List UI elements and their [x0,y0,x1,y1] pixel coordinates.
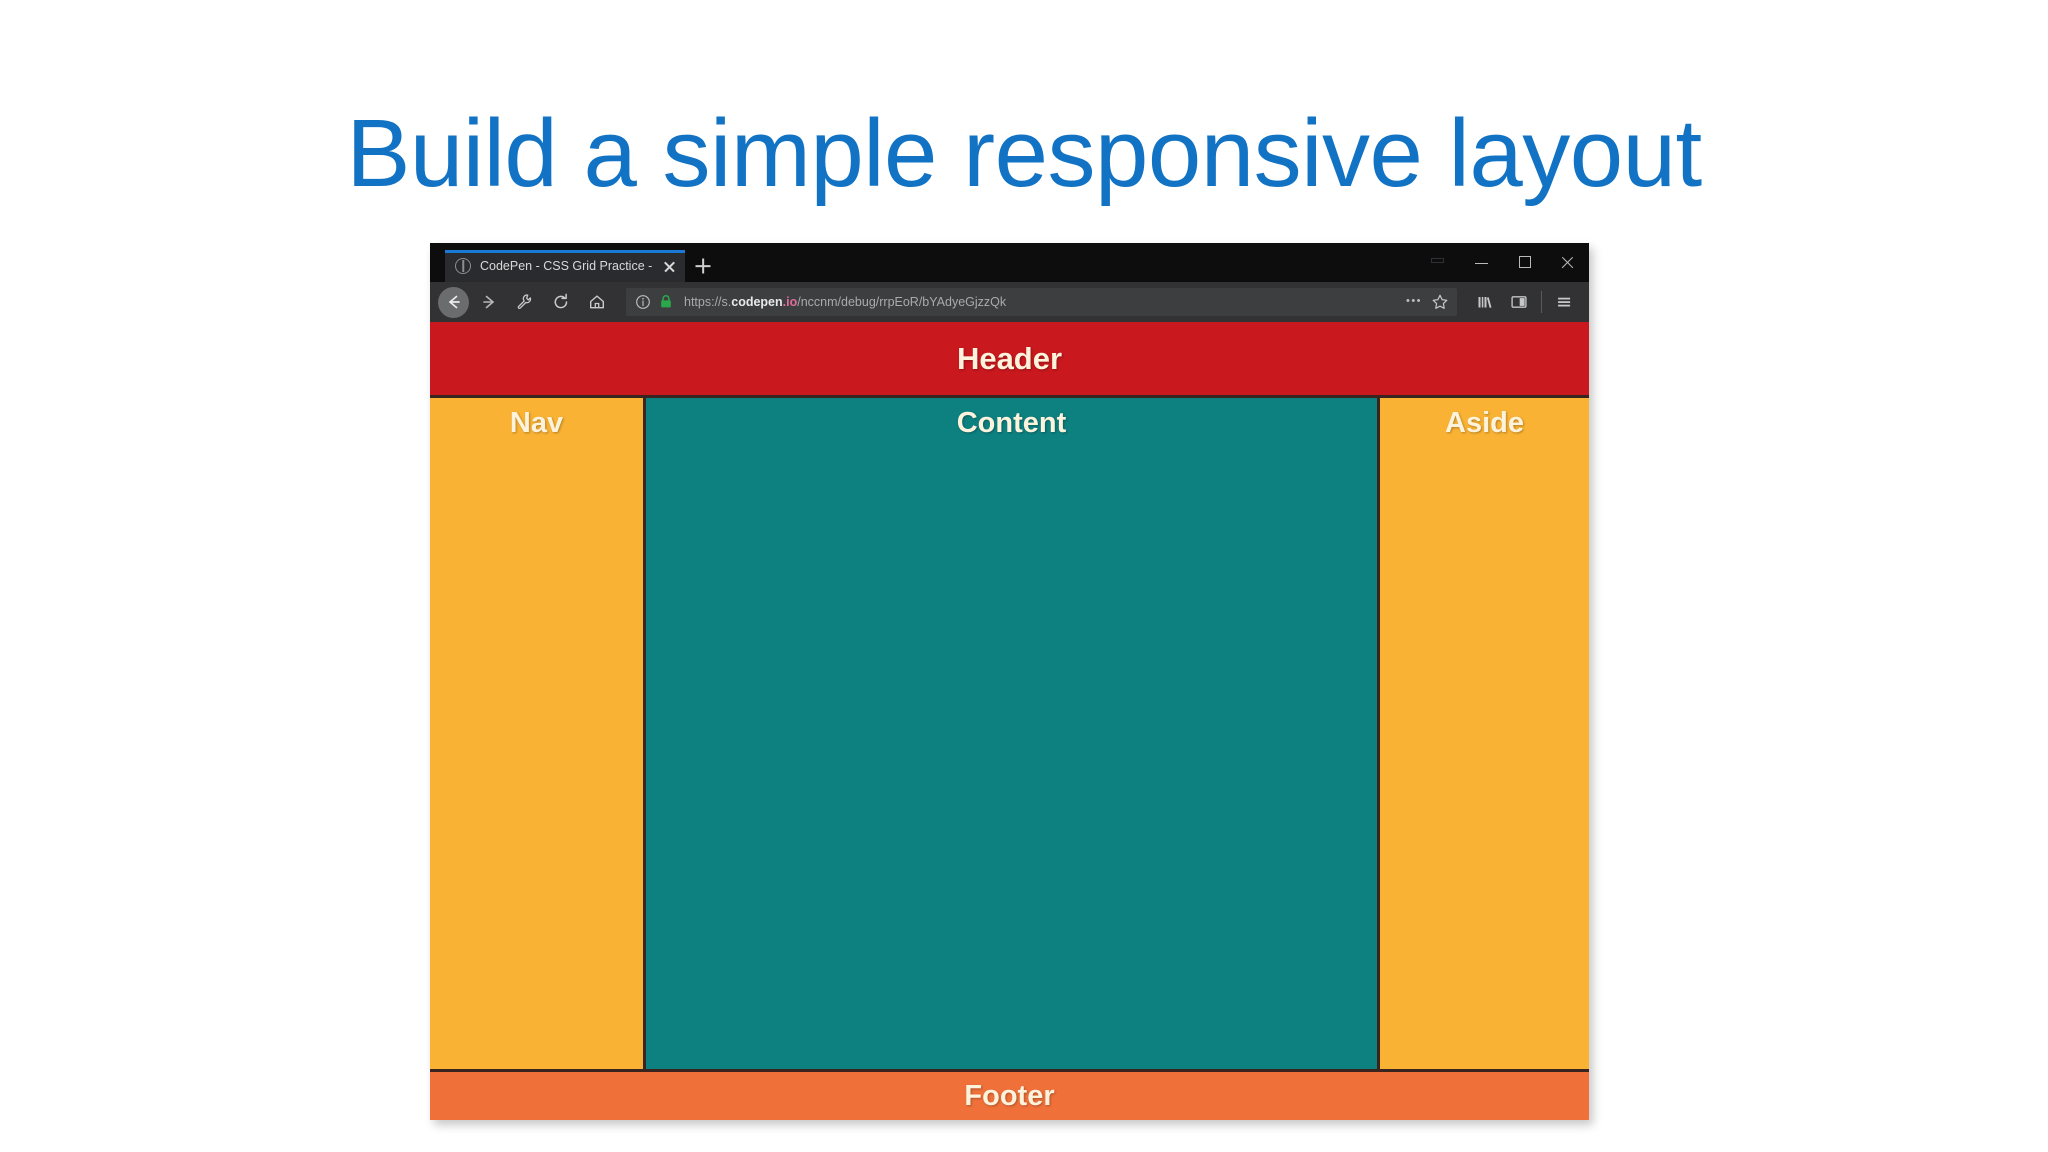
grid-gap-left [643,398,646,1069]
new-tab-button[interactable] [685,250,721,282]
page-viewport: Header Nav Content Aside Footer [430,322,1589,1120]
home-icon[interactable] [580,286,613,319]
layout-region-content: Content [646,398,1377,1069]
url-path: /nccnm/debug/rrpEoR/bYAdyeGjzzQk [797,295,1007,309]
toolbar-separator [1541,291,1542,313]
layout-region-footer: Footer [430,1072,1589,1120]
url-tld: .io [782,295,798,309]
navigation-toolbar: https://s.codepen.io/nccnm/debug/rrpEoR/… [430,282,1589,322]
hamburger-menu-icon[interactable] [1547,285,1581,319]
url-text: https://s.codepen.io/nccnm/debug/rrpEoR/… [684,295,1401,309]
reload-icon[interactable] [544,286,577,319]
forward-icon[interactable] [472,286,505,319]
sidebar-icon[interactable] [1502,285,1536,319]
restore-window-icon[interactable] [1417,243,1460,282]
browser-window: CodePen - CSS Grid Practice - | [430,243,1589,1120]
minimize-window-icon[interactable] [1460,243,1503,282]
content-label: Content [956,407,1067,439]
aside-label: Aside [1445,407,1524,439]
back-icon[interactable] [438,286,469,318]
page-title: Build a simple responsive layout [346,100,1702,207]
layout-middle-row: Nav Content Aside [430,395,1589,1072]
layout-region-nav: Nav [430,398,643,1069]
layout-region-aside: Aside [1380,398,1589,1069]
tab-title: CodePen - CSS Grid Practice - | [480,259,656,273]
tab-strip-gutter [430,243,445,282]
wrench-icon[interactable] [508,286,541,319]
toolbar-right-group [1468,285,1581,319]
header-label: Header [956,341,1063,376]
grid-gap-right [1377,398,1380,1069]
library-icon[interactable] [1468,285,1502,319]
site-information-icon[interactable] [635,294,652,311]
layout-region-header: Header [430,322,1589,395]
tab-codepen[interactable]: CodePen - CSS Grid Practice - | [445,250,685,282]
ellipsis-icon[interactable] [1401,289,1427,315]
tab-strip: CodePen - CSS Grid Practice - | [430,243,1589,282]
padlock-icon [659,294,673,310]
codepen-favicon-icon [455,258,471,274]
footer-label: Footer [964,1079,1055,1112]
maximize-window-icon[interactable] [1503,243,1546,282]
tab-strip-spacer [721,243,1417,282]
close-tab-icon[interactable] [660,257,679,276]
url-domain: codepen [731,295,783,309]
window-controls [1417,243,1589,282]
url-scheme: https://s. [684,295,732,309]
url-bar[interactable]: https://s.codepen.io/nccnm/debug/rrpEoR/… [626,288,1457,316]
close-window-icon[interactable] [1546,243,1589,282]
star-icon[interactable] [1427,289,1453,315]
nav-label: Nav [509,407,564,439]
